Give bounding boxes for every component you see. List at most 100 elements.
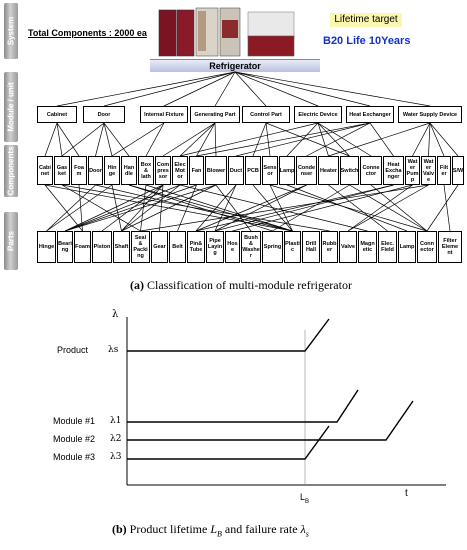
component-to-part-line: [269, 184, 293, 232]
module-box-electric-device: Electric Device: [294, 106, 342, 123]
component-to-part-line: [177, 184, 197, 232]
module-to-component-line: [369, 122, 394, 157]
part-box-foam: Foam: [74, 231, 91, 263]
total-components-text: Total Components : 2000 ea: [28, 28, 147, 38]
component-to-part-line: [64, 184, 197, 232]
refrigerator-images-drawing: [158, 7, 295, 57]
component-to-part-line: [64, 184, 164, 232]
component-box-connector: Conne ctor: [360, 156, 382, 185]
part-box-pipe-laying: Pipe Layin g: [206, 231, 224, 263]
component-to-part-line: [61, 184, 141, 232]
caption-b-rate: λ: [300, 522, 306, 536]
module-to-component-line: [56, 122, 80, 157]
graph-y-axis-symbol: λ: [112, 309, 119, 320]
part-box-shaft: Shaft: [113, 231, 130, 263]
row-label-module-2: Module #2: [53, 434, 96, 444]
caption-a-text: Classification of multi-module refrigera…: [144, 278, 352, 292]
graph-x-axis-symbol: t: [405, 488, 408, 499]
root-to-module-line: [103, 71, 236, 107]
graph-lb-label: LB: [300, 492, 309, 505]
root-to-module-line: [234, 71, 319, 107]
component-to-part-line: [195, 184, 237, 232]
part-box-elec-field: Elec. Field: [378, 231, 397, 263]
graph-lb-letter: L: [300, 492, 306, 502]
caption-a: (a) Classification of multi-module refri…: [130, 278, 352, 293]
root-to-module-line: [56, 71, 236, 107]
side-label-system: System: [4, 3, 18, 59]
module-box-cabinet: Cabinet: [37, 106, 77, 123]
component-box-handle: Han dle: [121, 156, 137, 185]
module-to-component-line: [179, 122, 319, 157]
module-to-component-line: [317, 122, 329, 157]
component-to-part-line: [347, 184, 413, 232]
component-box-box-lath: Box & lath: [138, 156, 154, 185]
module-to-component-line: [162, 122, 216, 157]
part-box-valve: Valve: [339, 231, 357, 263]
component-to-part-line: [215, 184, 252, 232]
part-box-bearing: Beari ng: [57, 231, 73, 263]
module-to-component-line: [317, 122, 350, 157]
caption-b-and: and failure rate: [221, 522, 301, 536]
root-node-refrigerator: Refrigerator: [150, 59, 320, 72]
component-to-part-line: [101, 184, 164, 232]
module-to-component-line: [252, 122, 267, 157]
component-box-gasket: Gas ket: [54, 156, 70, 185]
module-to-component-line: [317, 122, 372, 157]
part-box-bush-washer: Bush & Washe r: [241, 231, 261, 263]
module-to-component-line: [179, 122, 216, 157]
component-to-part-line: [214, 184, 394, 232]
row-rate-product: λs: [108, 345, 119, 355]
module-box-water-supply-device: Water Supply Device: [398, 106, 462, 123]
component-to-part-line: [426, 184, 459, 232]
caption-b-text: Product lifetime: [126, 522, 211, 536]
component-box-compressor: Com pres sor: [155, 156, 171, 185]
component-box-hinge: Hin ge: [104, 156, 120, 185]
refrigerator-product-images: [158, 6, 298, 58]
component-to-part-line: [214, 184, 237, 232]
component-box-fan: Fan: [189, 156, 204, 185]
module-box-generating-part: Generating Part: [190, 106, 240, 123]
module-to-component-line: [265, 122, 271, 157]
part-box-hinge: Hinge: [37, 231, 56, 263]
component-box-door: Door: [88, 156, 103, 185]
part-box-filter-element: Filter Eleme nt: [438, 231, 462, 263]
component-box-cabinet: Cabi net: [37, 156, 53, 185]
module-to-component-line: [428, 122, 431, 157]
root-to-module-line: [163, 71, 236, 107]
row-label-product: Product: [57, 345, 89, 355]
caption-b-rate-sub: s: [305, 529, 309, 539]
part-box-rubber: Rubb er: [321, 231, 338, 263]
component-to-part-line: [121, 184, 181, 232]
component-box-elec-motor: Elec Mot or: [172, 156, 188, 185]
component-to-part-line: [272, 184, 350, 232]
component-to-part-line: [286, 184, 408, 232]
row-rate-module-2: λ2: [110, 434, 122, 444]
component-box-heat-exchanger: Heat Excha nger: [383, 156, 404, 185]
component-box-filter: Filt er: [437, 156, 451, 185]
module-to-component-line: [145, 122, 165, 157]
part-box-piston: Piston: [92, 231, 112, 263]
part-box-belt: Belt: [169, 231, 186, 263]
component-to-part-line: [195, 184, 394, 232]
module-to-component-line: [111, 122, 165, 157]
part-box-magnetic: Magn etic: [358, 231, 377, 263]
part-box-pin-tube: Pin& Tube: [187, 231, 205, 263]
part-box-connector: Conn ector: [417, 231, 437, 263]
component-to-part-line: [46, 184, 113, 232]
component-box-water-valve: Wat er Valv e: [421, 156, 436, 185]
module-to-component-line: [61, 122, 105, 157]
component-to-part-line: [140, 184, 429, 232]
module-to-component-line: [196, 122, 371, 157]
component-to-part-line: [46, 184, 96, 232]
module-3-failure-curve: [127, 425, 330, 460]
component-box-sensor: Sens or: [262, 156, 278, 185]
module-to-component-line: [103, 122, 130, 157]
module-box-control-part: Control Part: [242, 106, 290, 123]
lifetime-target-value: B20 Life 10Years: [323, 35, 411, 47]
product-failure-curve: [127, 318, 330, 352]
component-box-switch: Switch: [340, 156, 359, 185]
component-box-duct: Duct: [228, 156, 244, 185]
caption-b-lb-sub: B: [217, 529, 222, 539]
component-box-pcb: PCB: [245, 156, 261, 185]
component-to-part-line: [121, 184, 217, 232]
